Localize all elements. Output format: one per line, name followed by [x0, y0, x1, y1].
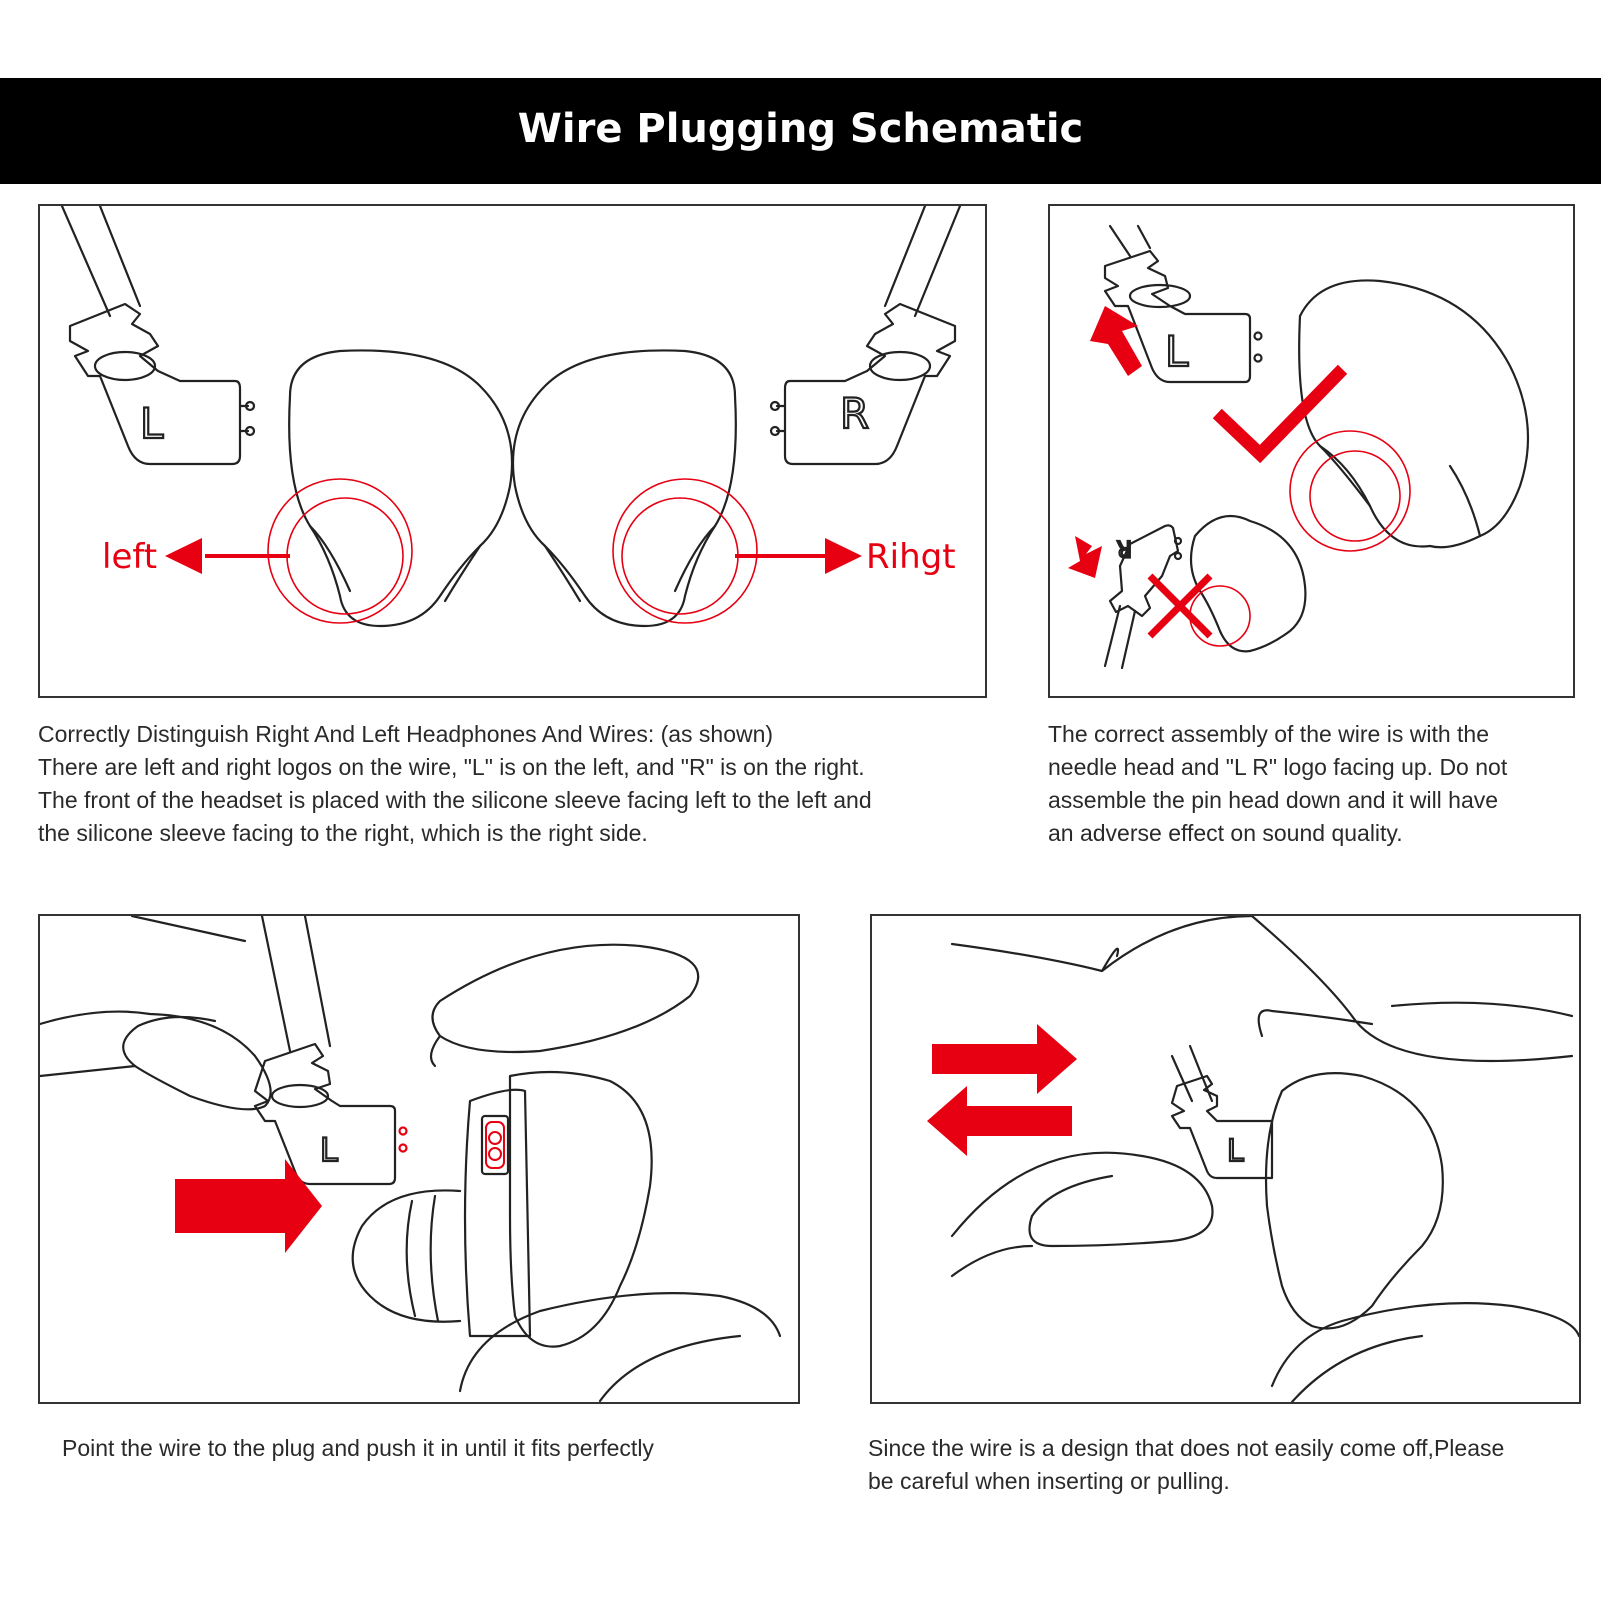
ear-tip-icon [351, 1189, 462, 1323]
caption-line: There are left and right logos on the wi… [38, 754, 865, 780]
pull-plug [1170, 1074, 1274, 1180]
caption-left-right: Correctly Distinguish Right And Left Hea… [38, 718, 998, 850]
arrow-left-icon [165, 538, 202, 574]
arrow-right-icon [175, 1159, 322, 1253]
caption-line: The correct assembly of the wire is with… [1048, 721, 1489, 747]
caption-line: Point the wire to the plug and push it i… [62, 1435, 654, 1461]
orientation-illustration: L R [1068, 224, 1530, 670]
label-right: Rihgt [866, 537, 956, 577]
caption-push-in: Point the wire to the plug and push it i… [62, 1432, 802, 1465]
check-icon [1212, 364, 1348, 464]
left-plug [68, 302, 242, 466]
panel-orientation: L R [1048, 204, 1575, 698]
arrow-right-icon [932, 1024, 1077, 1094]
left-right-illustration: left Rihgt L R [60, 206, 962, 628]
correct-earpiece [1298, 279, 1530, 549]
push-earpiece [508, 1070, 653, 1348]
arrow-right-icon [825, 538, 862, 574]
wrong-earpiece [1189, 514, 1307, 653]
panel-left-right-identification: left Rihgt L R [38, 204, 987, 698]
push-in-illustration: L [40, 916, 782, 1402]
left-cable [60, 206, 142, 318]
caption-line: Since the wire is a design that does not… [868, 1435, 1505, 1461]
caption-orientation: The correct assembly of the wire is with… [1048, 718, 1588, 850]
plug-right-letter: R [840, 389, 869, 438]
plug-left-letter: L [140, 399, 164, 448]
page-title: Wire Plugging Schematic [517, 106, 1084, 152]
caption-insert-pull: Since the wire is a design that does not… [868, 1432, 1588, 1498]
caption-line: assemble the pin head down and it will h… [1048, 787, 1499, 813]
cross-icon [1147, 573, 1213, 639]
panel-push-in: L [38, 914, 800, 1404]
label-left: left [102, 537, 157, 577]
arrow-up-icon [1090, 306, 1142, 376]
right-plug [783, 302, 957, 466]
insert-pull-illustration: L [927, 916, 1579, 1402]
correct-plug [1103, 249, 1252, 384]
caption-line: needle head and "L R" logo facing up. Do… [1048, 754, 1508, 780]
caption-line: the silicone sleeve facing to the right,… [38, 820, 648, 846]
right-cable [883, 206, 962, 318]
title-banner: Wire Plugging Schematic [0, 78, 1601, 184]
arrow-down-icon [1068, 536, 1102, 578]
plug-letter: L [320, 1131, 338, 1169]
pull-earpiece [1264, 1072, 1444, 1330]
left-earpiece [288, 349, 514, 628]
panel-insert-pull: L [870, 914, 1581, 1404]
caption-line: be careful when inserting or pulling. [868, 1468, 1230, 1494]
caption-line: an adverse effect on sound quality. [1048, 820, 1403, 846]
right-earpiece [511, 349, 737, 628]
plug-letter: L [1227, 1134, 1244, 1169]
arrow-left-icon [927, 1086, 1072, 1156]
caption-line: The front of the headset is placed with … [38, 787, 872, 813]
plug-bottom-letter: R [1117, 535, 1132, 560]
caption-line: Correctly Distinguish Right And Left Hea… [38, 721, 774, 747]
plug-top-letter: L [1165, 327, 1189, 376]
